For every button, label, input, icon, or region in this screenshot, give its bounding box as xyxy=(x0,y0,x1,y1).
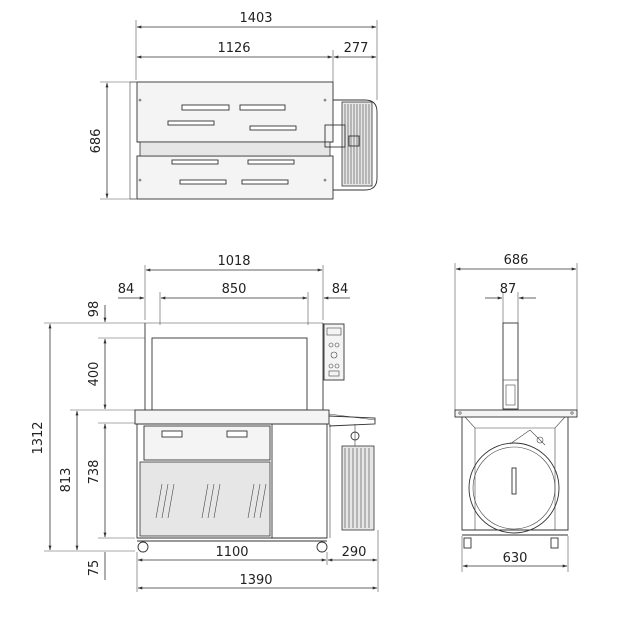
dim-overall-height: 1312 xyxy=(31,421,46,454)
dim-side-left: 84 xyxy=(118,282,135,297)
dim-base-width: 1100 xyxy=(215,545,248,560)
front-table-top xyxy=(134,409,330,425)
dim-arch-height: 400 xyxy=(87,362,102,387)
dim-arch-top: 98 xyxy=(87,301,102,318)
dim-caster-height: 75 xyxy=(87,560,102,577)
front-caster-right xyxy=(316,541,328,553)
dim-arch-width: 850 xyxy=(222,282,247,297)
dim-side-base-width: 630 xyxy=(503,551,528,566)
dim-table-width: 1018 xyxy=(217,254,250,269)
dim-machine-width: 1126 xyxy=(217,41,250,56)
front-caster-left xyxy=(137,541,149,553)
dim-side-width: 686 xyxy=(504,253,529,268)
dim-dispenser-width: 277 xyxy=(344,41,369,56)
top-table-lower xyxy=(136,155,334,200)
dim-body-height: 738 xyxy=(87,460,102,485)
side-table-top xyxy=(454,409,578,418)
top-dispenser-frame xyxy=(333,99,378,191)
dim-side-right: 84 xyxy=(332,282,349,297)
side-caster-right xyxy=(550,537,559,549)
front-reel-lines xyxy=(344,448,370,528)
side-view: 686 87 630 xyxy=(454,253,578,572)
top-reel-lines xyxy=(344,104,370,184)
dim-dispenser-offset: 290 xyxy=(342,545,367,560)
dim-depth: 686 xyxy=(89,129,104,154)
side-body xyxy=(461,417,569,531)
dim-overall-width: 1403 xyxy=(239,11,272,26)
front-lower-panel xyxy=(139,461,271,537)
dim-overall-length: 1390 xyxy=(239,573,272,588)
dim-column-width: 87 xyxy=(500,282,517,297)
front-view: 1018 84 850 84 1312 813 98 400 738 75 xyxy=(31,254,379,592)
side-column xyxy=(502,322,519,410)
side-caster-left xyxy=(463,537,472,549)
front-arch xyxy=(151,337,308,411)
front-reel xyxy=(341,445,375,531)
top-arch-bar xyxy=(139,141,331,157)
top-view: 1403 1126 277 686 xyxy=(89,11,378,200)
front-side-shelf xyxy=(328,415,376,427)
dim-table-height: 813 xyxy=(59,468,74,493)
front-vents xyxy=(155,483,267,519)
side-reel xyxy=(468,442,560,534)
top-table-upper xyxy=(136,81,334,143)
